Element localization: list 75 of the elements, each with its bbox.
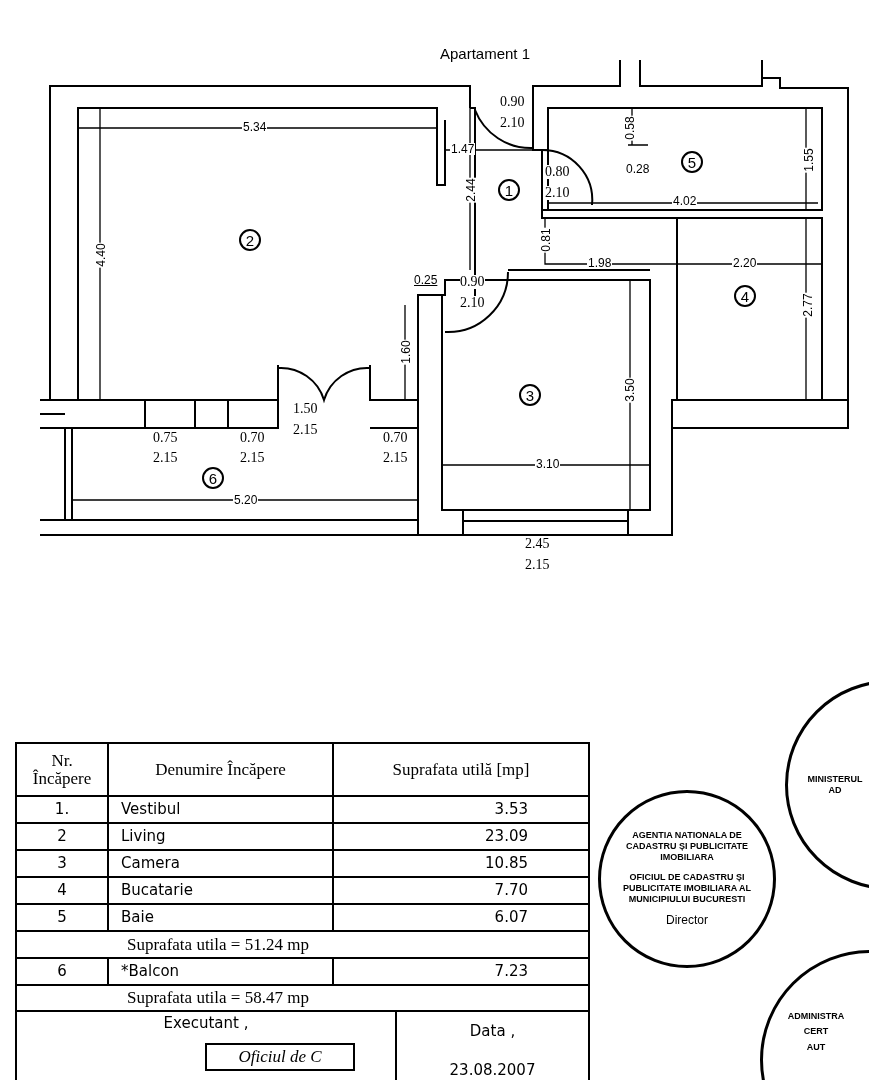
dimension-value: 1.47: [450, 143, 476, 155]
room-name: Living: [121, 826, 166, 848]
total-area: Suprafata utila = 58.47 mp: [127, 989, 309, 1007]
area-value: 7.70: [494, 880, 528, 902]
opening-size: 0.70: [240, 431, 265, 445]
opening-size: 2.10: [500, 116, 525, 130]
room-name: Vestibul: [121, 799, 181, 821]
dimension-value: 1.98: [587, 257, 613, 269]
dimension-value: 3.10: [535, 458, 561, 470]
room-number: 4: [734, 285, 756, 307]
dimension-value: 5.20: [233, 494, 259, 506]
opening-size: 0.80: [545, 165, 570, 179]
area-value: 3.53: [494, 799, 528, 821]
dimension-value: 2.20: [732, 257, 758, 269]
dimension-value: 4.02: [672, 195, 698, 207]
stamp-text: MINISTERUL AD: [806, 773, 864, 797]
dimension-value: 1.55: [802, 147, 815, 173]
dimension-value: 2.44: [464, 177, 477, 203]
stamp-text: CERT: [803, 1026, 829, 1038]
opening-size: 2.15: [383, 451, 408, 465]
room-number: 6: [202, 467, 224, 489]
dimension-value: 4.40: [94, 242, 107, 268]
dimension-value: 2.77: [801, 292, 814, 318]
dimension-value: 0.81: [539, 227, 552, 253]
room-name: Bucatarie: [121, 880, 193, 902]
opening-size: 2.45: [525, 537, 550, 551]
room-name: Baie: [121, 907, 154, 929]
opening-size: 2.10: [460, 296, 485, 310]
stamp-text: Oficiul de C: [238, 1046, 322, 1068]
room-number: 3: [519, 384, 541, 406]
total-area: Suprafata utila = 51.24 mp: [127, 935, 309, 954]
row-number: 4: [57, 880, 67, 902]
dimension-value: 0.28: [625, 163, 651, 175]
opening-size: 2.10: [545, 186, 570, 200]
stamp-text: OFICIUL DE CADASTRU ȘI PUBLICITATE IMOBILIARA AL MUNICIPIULUI BUCURESTI: [622, 871, 752, 906]
room-number: 5: [681, 151, 703, 173]
opening-size: 2.15: [240, 451, 265, 465]
stamp-text: ADMINISTRA: [787, 1011, 845, 1023]
opening-size: 0.75: [153, 431, 178, 445]
rectangular-stamp: [205, 1043, 355, 1071]
area-value: 23.09: [485, 826, 528, 848]
opening-size: 0.90: [500, 95, 525, 109]
room-name: Camera: [121, 853, 180, 875]
row-number: 2: [57, 826, 67, 848]
opening-size: 2.15: [525, 558, 550, 572]
dimension-value: 5.34: [242, 121, 268, 133]
dimension-value: 1.60: [399, 339, 412, 365]
column-header: Denumire Încăpere: [154, 760, 287, 779]
row-number: 5: [57, 907, 67, 929]
room-name: *Balcon: [121, 961, 180, 983]
opening-size: 1.50: [293, 402, 318, 416]
opening-size: 2.15: [293, 423, 318, 437]
column-header: Nr. Încăpere: [31, 751, 93, 788]
date: 23.08.2007: [449, 1059, 536, 1080]
row-number: 3: [57, 853, 67, 875]
dimension-value: 0.25: [414, 274, 438, 286]
area-value: 10.85: [485, 853, 528, 875]
date-label: Data ,: [469, 1021, 516, 1042]
signature-label: Executant ,: [163, 1016, 249, 1031]
opening-size: 2.15: [153, 451, 178, 465]
stamp-text: AGENTIA NATIONALA DE CADASTRU ȘI PUBLICITATE IMOBILIARA: [624, 829, 750, 864]
opening-size: 0.70: [383, 431, 408, 445]
dimension-value: 0.58: [623, 115, 636, 141]
row-number: 6: [57, 961, 67, 983]
column-header: Suprafata utilă [mp]: [391, 760, 531, 779]
area-value: 6.07: [494, 907, 528, 929]
dimension-value: 3.50: [623, 377, 636, 403]
opening-size: 0.90: [460, 275, 485, 289]
stamp-text: Director: [666, 913, 708, 929]
room-number: 1: [498, 179, 520, 201]
row-number: 1.: [54, 799, 70, 821]
room-number: 2: [239, 229, 261, 251]
plan-title: Apartament 1: [440, 46, 531, 61]
stamp-text: AUT: [806, 1041, 826, 1053]
area-value: 7.23: [494, 961, 528, 983]
